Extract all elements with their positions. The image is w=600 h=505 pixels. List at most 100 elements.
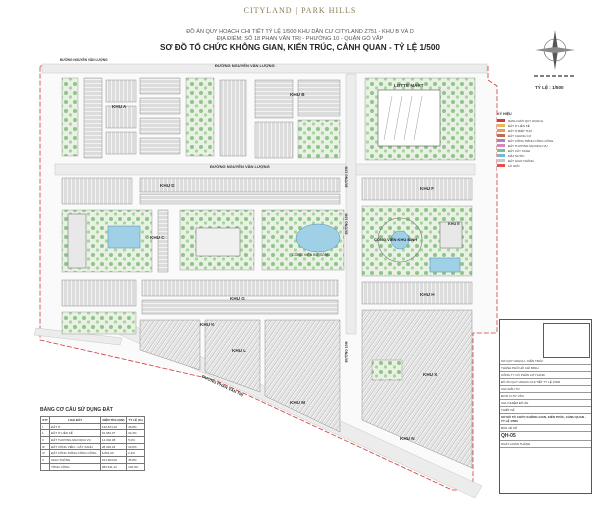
- table-cell: II: [39, 436, 51, 444]
- brand-logo-text: CITYLAND | PARK HILLS: [243, 6, 357, 15]
- legend-label: ĐẤT Ở BIỆT THỰ: [508, 128, 533, 133]
- column-header: LOẠI ĐẤT: [49, 416, 101, 424]
- table-cell: 6.891,00: [99, 449, 128, 458]
- legend-label: ĐẤT Ở LIÊN KẾ: [508, 123, 530, 128]
- zone-label-khu-d: KHU D: [160, 183, 175, 188]
- zone-label-khu-m: KHU M: [290, 400, 306, 405]
- table-cell: 32,4%: [126, 429, 145, 438]
- table-cell: ĐẤT Ở: [49, 422, 101, 431]
- table-row: IV ĐẤT CÔNG TRÌNH CÔNG CỘNG 6.891,00 2,4…: [39, 449, 145, 458]
- road-label-nguyen-van-luong: ĐƯỜNG NGUYỄN VĂN LƯỢNG: [215, 63, 275, 68]
- land-use-table: BẢNG CƠ CẤU SỬ DỤNG ĐẤT STT LOẠI ĐẤT DIỆ…: [39, 407, 145, 471]
- lotte-mart-label: LOTTE MART: [394, 83, 424, 88]
- zone-label-khu-a: KHU A: [112, 104, 127, 109]
- title-block-row: ĐƠN VỊ TƯ VẤN: [500, 393, 591, 400]
- table-cell: I: [39, 422, 51, 431]
- table-row: 1 ĐẤT Ở LIÊN KẾ 91.981,07 32,4%: [39, 429, 145, 438]
- road-label-10m-a: ĐƯỜNG 10M: [344, 166, 349, 188]
- table-row-total: TỔNG CỘNG 283.611,13 100,0%: [39, 462, 145, 471]
- title-block-row: SƠ ĐỒ TỔ CHỨC KHÔNG GIAN, KIẾN TRÚC, CẢN…: [500, 414, 591, 425]
- north-compass-icon: [534, 30, 576, 77]
- zone-label-khu-e: KHU E: [448, 222, 460, 226]
- title-block-row: BẢN VẼ SỐ: [500, 425, 591, 432]
- legend-swatch: [497, 144, 505, 147]
- legend-swatch: [497, 119, 505, 122]
- table-row: II ĐẤT THƯƠNG MẠI DỊCH VỤ 14.302,08 5,0%: [39, 436, 145, 444]
- project-title-line: ĐỒ ÁN QUY HOẠCH CHI TIẾT TỶ LỆ 1/500 KHU…: [186, 29, 414, 35]
- legend-item: ĐẤT THƯƠNG MẠI DỊCH VỤ: [497, 143, 565, 148]
- title-block-row: THIẾT KẾ: [500, 407, 591, 414]
- legend-swatch: [497, 154, 505, 157]
- title-block-row: CÔNG TY CỔ PHẦN CITYLAND: [500, 372, 591, 379]
- drawing-title-block: SỞ QUY HOẠCH - KIẾN TRÚC THÀNH PHỐ HỒ CH…: [499, 319, 592, 494]
- zone-label-khu-c: KHU C: [150, 235, 165, 240]
- table-cell: TỔNG CỘNG: [49, 462, 101, 471]
- road-label-10m-b: ĐƯỜNG 10M: [344, 213, 349, 235]
- zone-label-khu-k: KHU K: [200, 322, 215, 327]
- park-label-center: CÔNG VIÊN KHU BÌNH: [374, 237, 418, 242]
- title-block-row: CHỦ NHIỆM ĐỒ ÁN: [500, 400, 591, 407]
- drawing-title: SƠ ĐỒ TỔ CHỨC KHÔNG GIAN, KIẾN TRÚC, CẢN…: [160, 43, 440, 52]
- table-cell: 46,8%: [126, 422, 145, 431]
- zone-label-khu-h: KHU H: [420, 292, 435, 297]
- legend-label: ĐẤT CÂY XANH: [508, 148, 531, 153]
- table-cell: 283.611,13: [99, 462, 128, 471]
- table-cell: ĐẤT CÔNG VIÊN - CÂY XANH: [49, 442, 101, 451]
- park-label-left: CÔNG VIÊN BỜ SÔNG: [292, 253, 331, 257]
- legend-item: ĐẤT CHUNG CƯ: [497, 133, 565, 138]
- land-use-grid: STT LOẠI ĐẤT DIỆN TÍCH (M2) TỶ LỆ (%) I …: [39, 416, 145, 471]
- table-cell: 14.302,08: [99, 436, 128, 444]
- road-label-nguyen-van-luong-mid: ĐƯỜNG NGUYỄN VĂN LƯỢNG: [210, 164, 270, 169]
- table-cell: 100,0%: [126, 462, 145, 471]
- title-block-row: THÀNH PHỐ HỒ CHÍ MINH: [500, 365, 591, 372]
- table-cell: IV: [39, 449, 51, 458]
- table-cell: 5,0%: [126, 436, 145, 444]
- legend-label: ĐẤT GIAO THÔNG: [508, 158, 534, 163]
- column-header: DIỆN TÍCH (M2): [99, 416, 128, 424]
- zone-label-khu-x: KHU X: [423, 372, 438, 377]
- zone-label-khu-b: KHU B: [290, 92, 305, 97]
- legend-swatch: [497, 139, 505, 142]
- table-cell: [39, 462, 51, 471]
- road-label-10m-c: ĐƯỜNG 10M: [344, 341, 349, 363]
- table-cell: 101.604,00: [99, 456, 128, 464]
- title-block-row: QH-05: [500, 432, 591, 441]
- table-cell: ĐẤT THƯƠNG MẠI DỊCH VỤ: [49, 436, 101, 444]
- legend-label: LỘ GIỚI: [508, 163, 520, 168]
- table-cell: ĐẤT CÔNG TRÌNH CÔNG CỘNG: [49, 449, 101, 458]
- legend-swatch: [497, 134, 505, 137]
- column-header: STT: [39, 416, 51, 424]
- table-cell: 91.981,07: [99, 429, 128, 438]
- title-block-row: ĐỒ ÁN QUY HOẠCH CHI TIẾT TỶ LỆ 1/500: [500, 379, 591, 386]
- legend-item: ĐẤT Ở BIỆT THỰ: [497, 128, 565, 133]
- table-cell: V: [39, 456, 51, 464]
- project-location-line: ĐỊA ĐIỂM: SỐ 18 PHAN VĂN TRỊ - PHƯỜNG 10…: [216, 36, 384, 42]
- table-cell: III: [39, 442, 51, 451]
- legend-swatch: [497, 129, 505, 132]
- legend-swatch: [497, 124, 505, 127]
- scale-label: TỶ LỆ : 1/500: [535, 85, 564, 90]
- zone-label-khu-f: KHU F: [420, 186, 435, 191]
- legend-label: ĐẤT CHUNG CƯ: [508, 133, 532, 138]
- table-cell: 2,4%: [126, 449, 145, 458]
- legend-item: RANH GIỚI QUY HOẠCH: [497, 118, 565, 123]
- table-cell: 1: [39, 429, 51, 438]
- land-use-title: BẢNG CƠ CẤU SỬ DỤNG ĐẤT: [40, 407, 113, 413]
- approval-stamp: [543, 323, 590, 358]
- legend-item: ĐẤT CÂY XANH: [497, 148, 565, 153]
- zone-label-khu-g: KHU G: [230, 296, 245, 301]
- zone-label-khu-l: KHU L: [232, 348, 247, 353]
- table-cell: ĐẤT Ở LIÊN KẾ: [49, 429, 101, 438]
- legend-label: MẶT NƯỚC: [508, 153, 525, 158]
- table-cell: GIAO THÔNG: [49, 456, 101, 464]
- table-cell: 10,0%: [126, 442, 145, 451]
- legend-item: ĐẤT GIAO THÔNG: [497, 158, 565, 163]
- title-block-row: SỞ QUY HOẠCH - KIẾN TRÚC: [500, 358, 591, 365]
- map-legend: KÝ HIỆU RANH GIỚI QUY HOẠCH ĐẤT Ở LIÊN K…: [497, 112, 565, 172]
- zone-label-khu-n: KHU N: [400, 436, 415, 441]
- legend-item: MẶT NƯỚC: [497, 153, 565, 158]
- legend-swatch: [497, 149, 505, 152]
- table-row: III ĐẤT CÔNG VIÊN - CÂY XANH 28.346,02 1…: [39, 442, 145, 451]
